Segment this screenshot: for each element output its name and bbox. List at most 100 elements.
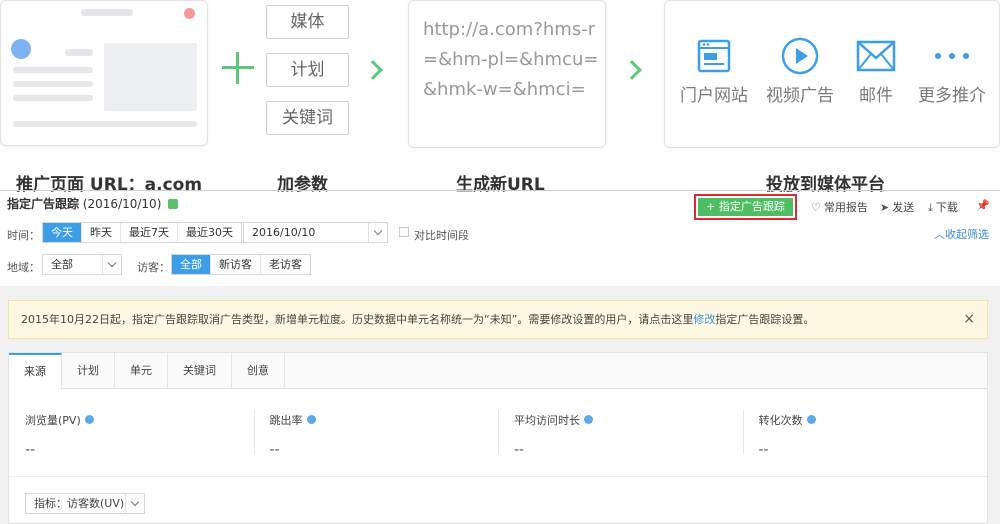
tab-creative[interactable]: 创意 — [232, 353, 285, 388]
media-label: 更多推介 — [918, 86, 986, 106]
metric-value: -- — [269, 442, 280, 458]
more-dots-icon — [911, 37, 993, 75]
caption-promo-url: 推广页面 URL：a.com — [16, 175, 203, 195]
visitor-option-new[interactable]: 新访客 — [211, 255, 261, 274]
mockup-image-box — [104, 43, 197, 111]
notice-text: 2015年10月22日起，指定广告跟踪取消广告类型，新增单元粒度。历史数据中单元… — [21, 313, 694, 326]
param-keyword-box: 关键词 — [266, 101, 349, 135]
common-reports-label: 常用报告 — [823, 201, 868, 214]
param-plan-box: 计划 — [266, 53, 349, 87]
mockup-line — [13, 81, 93, 87]
visitor-option-returning[interactable]: 老访客 — [269, 258, 302, 271]
video-play-icon — [759, 37, 841, 75]
notice-modify-link[interactable]: 修改 — [693, 313, 716, 326]
region-select-value: 全部 — [51, 258, 73, 271]
tab-keyword[interactable]: 关键词 — [168, 353, 232, 388]
chevron-up-icon: ︿ — [934, 228, 945, 241]
region-select[interactable]: 全部 — [42, 254, 122, 275]
section-divider — [0, 190, 1000, 191]
indicator-label: 指标： — [34, 497, 67, 510]
chevron-right-icon — [622, 60, 642, 80]
send-icon: ➤ — [880, 201, 890, 214]
mockup-line — [65, 49, 93, 56]
info-icon[interactable] — [806, 415, 816, 424]
media-label: 门户网站 — [680, 86, 748, 106]
visitor-type-selector: 全部 新访客 老访客 — [171, 254, 311, 275]
metric-value: -- — [25, 442, 36, 458]
page-title: 指定广告跟踪 (2016/10/10) — [7, 195, 179, 212]
portal-icon — [673, 37, 755, 75]
chevron-down-icon — [125, 494, 144, 513]
tab-unit[interactable]: 单元 — [115, 353, 168, 388]
send-label: 发送 — [892, 201, 915, 214]
plus-icon — [222, 52, 254, 84]
indicator-select[interactable]: 指标：访客数(UV) — [25, 493, 145, 514]
common-reports-button[interactable]: ♡常用报告 — [811, 199, 868, 215]
mockup-red-dot — [184, 8, 195, 19]
metrics-summary: 浏览量(PV) -- 跳出率 -- 平均访问时长 -- 转化次数 -- — [9, 390, 987, 476]
mockup-line — [13, 95, 93, 101]
compare-period-label: 对比时间段 — [414, 229, 469, 242]
compare-period-checkbox[interactable] — [399, 227, 409, 237]
time-option-7days[interactable]: 最近7天 — [121, 223, 178, 242]
chevron-down-icon — [102, 255, 121, 274]
metric-value: -- — [514, 442, 525, 458]
time-option-30days[interactable]: 最近30天 — [186, 226, 233, 239]
heart-icon: ♡ — [811, 201, 821, 214]
pin-icon[interactable]: 📌 — [976, 199, 990, 212]
info-icon[interactable] — [84, 415, 94, 424]
mail-icon — [835, 37, 917, 75]
download-label: 下载 — [935, 201, 958, 214]
notice-banner: 2015年10月22日起，指定广告跟踪取消广告类型，新增单元粒度。历史数据中单元… — [8, 300, 988, 339]
mockup-avatar-dot — [11, 39, 31, 59]
chevron-down-icon — [368, 223, 387, 242]
visitor-label: 访客： — [137, 261, 170, 274]
date-picker[interactable]: 2016/10/10 — [243, 222, 388, 243]
new-url-text: http://a.com?hms-r=&hm-pl=&hmcu=&hmk-w=&… — [423, 19, 599, 100]
tab-plan[interactable]: 计划 — [62, 353, 115, 388]
help-icon[interactable] — [168, 199, 179, 209]
webpage-mockup — [0, 0, 208, 146]
new-url-card: http://a.com?hms-r=&hm-pl=&hmcu=&hmk-w=&… — [408, 0, 606, 148]
report-tabs: 来源 计划 单元 关键词 创意 — [9, 353, 987, 390]
visitor-option-all[interactable]: 全部 — [172, 255, 211, 274]
time-option-yesterday[interactable]: 昨天 — [82, 223, 121, 242]
report-panel: 来源 计划 单元 关键词 创意 浏览量(PV) -- 跳出率 -- 平均访问时长… — [8, 352, 988, 524]
metrics-divider — [9, 476, 987, 477]
metric-conversions: 转化次数 -- — [742, 390, 988, 476]
time-range-selector: 今天 昨天 最近7天 最近30天 — [42, 222, 242, 243]
media-mail: 邮件 — [835, 37, 917, 106]
collapse-filter-link[interactable]: ︿收起筛选 — [934, 226, 989, 242]
close-icon[interactable]: × — [963, 311, 975, 327]
param-media-box: 媒体 — [266, 5, 349, 39]
indicator-value: 访客数(UV) — [67, 497, 125, 510]
mockup-line — [13, 67, 93, 73]
metric-pv: 浏览量(PV) -- — [9, 390, 254, 476]
caption-new-url: 生成新URL — [456, 175, 545, 195]
download-icon: ⤓ — [928, 201, 933, 214]
download-button[interactable]: ⤓下载 — [928, 199, 958, 215]
caption-deploy: 投放到媒体平台 — [766, 175, 885, 195]
media-video: 视频广告 — [759, 37, 841, 106]
chevron-right-icon — [363, 60, 383, 80]
send-button[interactable]: ➤发送 — [880, 199, 914, 215]
time-label: 时间： — [7, 229, 40, 242]
page-title-text: 指定广告跟踪 — [7, 197, 80, 211]
metric-label: 浏览量(PV) — [25, 414, 81, 427]
info-icon[interactable] — [584, 415, 593, 424]
media-portal: 门户网站 — [673, 37, 755, 106]
tab-source[interactable]: 来源 — [9, 353, 62, 390]
metric-avg-duration: 平均访问时长 -- — [498, 390, 743, 476]
collapse-filter-label: 收起筛选 — [945, 228, 989, 241]
mockup-title-bar — [81, 9, 133, 16]
specify-ad-tracking-button[interactable]: + 指定广告跟踪 — [694, 194, 797, 220]
illustration-banner: 媒体 计划 关键词 http://a.com?hms-r=&hm-pl=&hmc… — [0, 0, 1000, 195]
date-picker-value: 2016/10/10 — [252, 226, 316, 239]
metric-label: 跳出率 — [269, 414, 303, 427]
time-option-today[interactable]: 今天 — [43, 223, 82, 242]
media-label: 邮件 — [859, 86, 893, 106]
media-more: 更多推介 — [911, 37, 993, 106]
mockup-line — [13, 121, 197, 127]
info-icon[interactable] — [306, 415, 316, 424]
metric-label: 转化次数 — [758, 414, 803, 427]
